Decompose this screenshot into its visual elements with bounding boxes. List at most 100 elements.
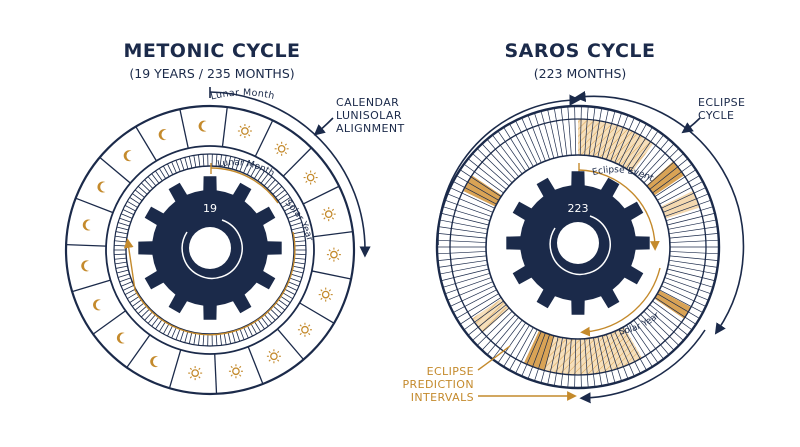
month-tick (472, 307, 510, 341)
month-tick (472, 153, 510, 187)
month-tick (452, 289, 497, 313)
moon-icon (82, 219, 91, 231)
day-tick (243, 161, 249, 174)
metonic-subtitle: (19 YEARS / 235 MONTHS) (129, 66, 295, 81)
month-tick (442, 206, 490, 222)
month-tick (540, 110, 555, 159)
saros-callout-line-1: ECLIPSE (698, 96, 746, 109)
metonic-month-segments (66, 106, 353, 394)
saros-solar-arrow (580, 267, 661, 337)
day-tick (134, 302, 145, 311)
month-tick (610, 332, 629, 379)
day-tick (266, 179, 276, 189)
day-tick (215, 154, 218, 167)
day-tick (246, 163, 253, 175)
day-tick (119, 217, 131, 223)
day-tick (132, 299, 143, 307)
day-tick (227, 331, 232, 344)
moon-icon (81, 260, 90, 272)
metonic-lunar-arrow (210, 167, 279, 204)
metonic-gear: 19 (138, 176, 282, 320)
month-tick (447, 281, 493, 301)
metonic-day-ticks (114, 154, 306, 346)
month-tick (452, 181, 497, 205)
day-tick (114, 257, 127, 260)
day-tick (124, 288, 136, 295)
day-tick (293, 240, 306, 243)
segment-divider (66, 243, 107, 247)
segment-divider (277, 328, 305, 360)
day-tick (284, 288, 296, 295)
segment-divider (254, 120, 274, 157)
day-tick (272, 305, 283, 314)
month-tick (438, 226, 488, 235)
day-tick (193, 155, 197, 168)
day-tick (151, 316, 160, 327)
month-tick (486, 139, 519, 177)
segment-divider (214, 353, 218, 394)
day-tick (235, 158, 241, 171)
saros-callout-pointer (681, 117, 701, 134)
day-tick (219, 333, 222, 346)
day-tick (269, 308, 279, 318)
segment-divider (311, 270, 352, 280)
day-tick (219, 154, 222, 167)
day-tick (116, 226, 129, 231)
prediction-callout-pointer (477, 345, 511, 371)
day-tick (198, 333, 201, 346)
day-tick (250, 323, 258, 335)
day-tick (162, 165, 170, 177)
segment-divider (221, 106, 228, 147)
day-tick (257, 318, 265, 330)
day-tick (269, 182, 279, 192)
sun-icon (318, 287, 333, 302)
month-tick (553, 337, 563, 387)
day-tick (289, 277, 301, 283)
month-tick (486, 317, 519, 355)
day-tick (250, 165, 258, 177)
day-tick (202, 333, 205, 346)
month-tick (618, 329, 641, 374)
day-tick (179, 158, 185, 171)
prediction-callout-line-1: ECLIPSE (426, 365, 474, 378)
month-tick (459, 169, 502, 197)
moon-icon (93, 299, 101, 311)
sun-icon (188, 366, 203, 381)
day-tick (117, 273, 130, 278)
month-tick (456, 293, 499, 319)
month-tick (614, 331, 635, 377)
day-tick (120, 213, 133, 219)
day-tick (289, 217, 301, 223)
day-tick (175, 328, 181, 340)
month-tick (509, 327, 534, 371)
day-tick (293, 261, 306, 265)
metonic-outer-arrow (209, 91, 371, 258)
day-tick (287, 281, 300, 287)
sun-icon (266, 349, 281, 364)
metonic-icons (81, 120, 341, 381)
day-tick (202, 154, 205, 167)
day-tick (179, 329, 185, 342)
month-tick (553, 107, 563, 157)
day-tick (223, 155, 227, 168)
prediction-callout-line-2: PREDICTION (402, 378, 474, 391)
day-tick (184, 330, 189, 343)
day-tick (175, 160, 181, 172)
month-tick (463, 163, 504, 194)
month-tick (497, 322, 527, 364)
day-tick (223, 332, 227, 345)
month-tick (441, 212, 489, 226)
day-tick (291, 269, 304, 274)
segment-divider (75, 197, 114, 214)
day-tick (293, 235, 306, 239)
day-tick (253, 168, 261, 179)
day-tick (193, 332, 197, 345)
day-tick (155, 170, 163, 182)
metonic-callout-line-1: CALENDAR (336, 96, 400, 109)
day-tick (159, 168, 167, 179)
day-tick (275, 302, 286, 311)
day-tick (215, 333, 218, 346)
month-tick (481, 143, 516, 180)
moon-icon (158, 129, 167, 141)
day-tick (290, 273, 303, 278)
